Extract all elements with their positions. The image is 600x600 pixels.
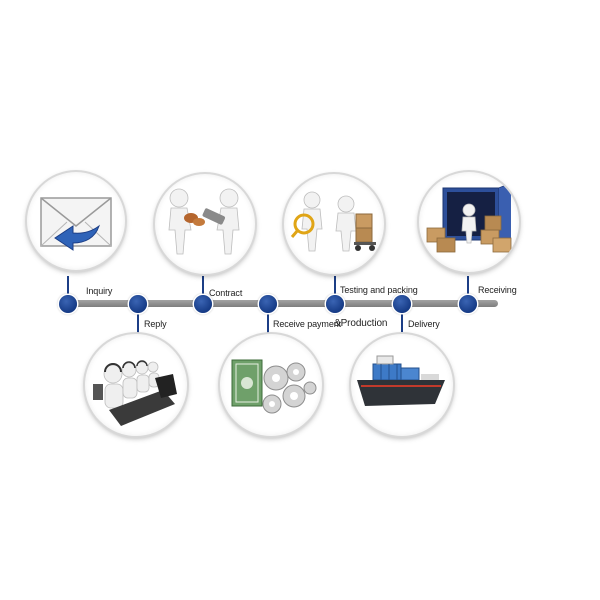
stem-receiving <box>467 276 469 304</box>
label-inquiry: Inquiry <box>86 286 113 296</box>
stem-inquiry <box>67 276 69 304</box>
node-receiving <box>459 295 477 313</box>
testing-packing-illustration <box>284 174 384 274</box>
container-ship-icon <box>357 355 445 406</box>
label-contract: Contract <box>209 288 243 298</box>
delivery-illustration <box>351 334 453 436</box>
contract-illustration <box>155 174 255 274</box>
label-payment: Receive payment <box>273 319 342 329</box>
timeline-bar <box>62 300 498 307</box>
payment-production-illustration <box>220 334 322 436</box>
label-delivery: Delivery <box>408 319 440 329</box>
node-contract <box>194 295 212 313</box>
receiving-illustration <box>419 172 519 272</box>
stem-payment <box>267 304 269 334</box>
node-testing <box>326 295 344 313</box>
stem-delivery <box>401 304 403 334</box>
label-reply: Reply <box>144 319 167 329</box>
envelope-icon <box>40 197 112 251</box>
handshake-deal-icon <box>168 188 240 255</box>
stem-testing <box>334 276 336 304</box>
stem-reply <box>137 304 139 334</box>
money-gears-icon <box>231 359 317 414</box>
reply-illustration <box>85 334 187 436</box>
label-production: &Production <box>334 318 388 329</box>
node-delivery <box>393 295 411 313</box>
call-center-icon <box>93 360 177 426</box>
node-inquiry <box>59 295 77 313</box>
inspection-packing-icon <box>290 191 376 252</box>
inquiry-illustration <box>27 172 125 270</box>
label-receiving: Receiving <box>478 285 517 295</box>
node-payment <box>259 295 277 313</box>
label-testing: Testing and packing <box>340 285 418 295</box>
node-reply <box>129 295 147 313</box>
stem-contract <box>202 276 204 304</box>
container-boxes-icon <box>426 183 512 253</box>
